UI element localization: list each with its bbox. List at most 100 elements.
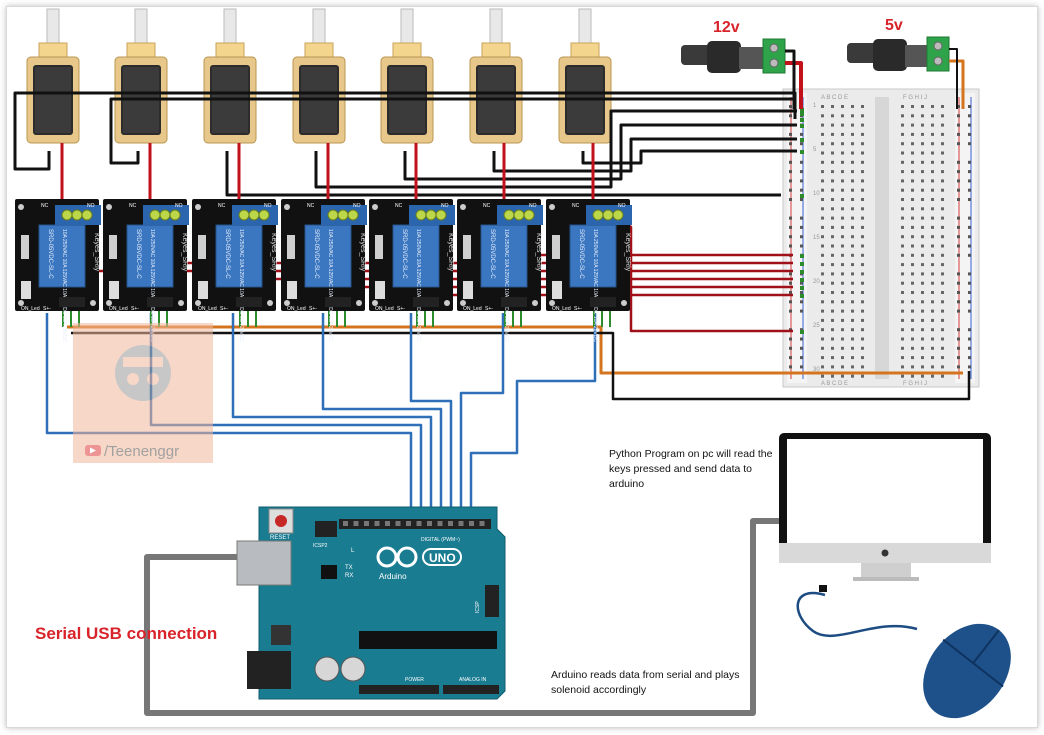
solenoid-3 [203, 8, 257, 144]
wire-5v-positive [949, 59, 965, 109]
svg-text:NO: NO [353, 203, 361, 209]
svg-text:NC: NC [41, 203, 49, 209]
svg-text:NO: NO [441, 203, 449, 209]
wire-12v-ground [785, 49, 796, 109]
wire-12v-positive [785, 61, 803, 109]
solenoid-1 [26, 8, 80, 144]
svg-text:10A 250VAC 10A 125VAC 10A 30VD: 10A 250VAC 10A 125VAC 10A 30VDC 10A 28VD… [61, 229, 67, 342]
wire-5v-ground [949, 48, 958, 109]
breadboard-col-labels-right-bottom: F G H I J [903, 381, 927, 387]
svg-text:S+-: S+- [220, 306, 228, 312]
svg-text:S+-: S+- [309, 306, 317, 312]
svg-text:10A 250VAC 10A 125VAC 10A 30VD: 10A 250VAC 10A 125VAC 10A 30VDC 10A 28VD… [415, 229, 421, 342]
svg-text:NC: NC [307, 203, 315, 209]
svg-text:Keyes_SRly: Keyes_SRly [624, 233, 631, 272]
power-label: POWER [405, 677, 424, 683]
relay-module-1: NC NO SRD-05VDC-SL-C 10A 250VAC 10A 125VAC … [15, 199, 101, 342]
icsp2-label: ICSP2 [313, 543, 328, 549]
svg-text:ON_Led: ON_Led [287, 306, 306, 312]
svg-text:NO: NO [175, 203, 183, 209]
svg-text:SRD-05VDC-SL-C: SRD-05VDC-SL-C [224, 229, 230, 279]
python-note: Python Program on pc will read the keys … [609, 448, 773, 490]
signal-wires [45, 313, 597, 507]
svg-text:S+-: S+- [485, 306, 493, 312]
l-label: L [351, 548, 355, 554]
svg-text:1: 1 [813, 103, 817, 109]
rx-label: RX [345, 573, 353, 579]
power-jack-5v [847, 36, 950, 72]
svg-text:SRD-05VDC-SL-C: SRD-05VDC-SL-C [489, 229, 495, 279]
svg-text:ON_Led: ON_Led [463, 306, 482, 312]
svg-text:Keyes_SRly: Keyes_SRly [359, 233, 366, 272]
wire-5v-bus [67, 325, 963, 375]
relay-module-7: NC NO SRD-05VDC-SL-C 10A 250VAC 10A 125VAC … [546, 199, 632, 342]
svg-text:ON_Led: ON_Led [21, 306, 40, 312]
breadboard-col-labels-right: F G H I J [903, 95, 927, 101]
uno-label: UNO [429, 551, 456, 565]
reset-label: RESET [270, 535, 290, 541]
svg-text:S+-: S+- [43, 306, 51, 312]
breadboard-col-labels-left: A B C D E [821, 95, 848, 101]
usb-cable [144, 518, 783, 716]
svg-text:10A 250VAC 10A 125VAC 10A 30VD: 10A 250VAC 10A 125VAC 10A 30VDC 10A 28VD… [503, 229, 509, 342]
svg-text:20: 20 [813, 279, 820, 285]
wire-ground-bus [71, 331, 971, 401]
svg-text:30: 30 [813, 367, 820, 373]
label-5v: 5v [885, 17, 903, 34]
tx-label: TX [345, 565, 353, 571]
arduino-logo: UNO Arduino [376, 546, 462, 581]
svg-text:ON_Led: ON_Led [109, 306, 128, 312]
pc-monitor [779, 433, 991, 581]
solenoid-6 [469, 8, 523, 144]
relay-modules: NC NO SRD-05VDC-SL-C 10A 250VAC 10A 125VAC … [15, 199, 632, 342]
svg-text:NO: NO [87, 203, 95, 209]
breadboard: A B C D E F G H I J A B C D E F G H I J … [782, 88, 980, 388]
svg-text:10A 250VAC 10A 125VAC 10A 30VD: 10A 250VAC 10A 125VAC 10A 30VDC 10A 28VD… [592, 229, 598, 342]
svg-text:SRD-05VDC-SL-C: SRD-05VDC-SL-C [313, 229, 319, 279]
svg-text:S+-: S+- [131, 306, 139, 312]
svg-text:SRD-05VDC-SL-C: SRD-05VDC-SL-C [135, 229, 141, 279]
analog-label: ANALOG IN [459, 677, 487, 683]
svg-text:NC: NC [129, 203, 137, 209]
icsp-label: ICSP [475, 601, 481, 613]
solenoid-4 [292, 8, 346, 144]
apple-icon [881, 549, 889, 557]
svg-text:ON_Led: ON_Led [198, 306, 217, 312]
svg-text:NC: NC [483, 203, 491, 209]
svg-text:10A 250VAC 10A 125VAC 10A 30VD: 10A 250VAC 10A 125VAC 10A 30VDC 10A 28VD… [238, 229, 244, 342]
breadboard-holes [789, 105, 971, 378]
svg-text:Keyes_SRly: Keyes_SRly [93, 233, 100, 272]
solenoid-5 [380, 8, 434, 144]
svg-text:SRD-05VDC-SL-C: SRD-05VDC-SL-C [47, 229, 53, 279]
svg-text:10: 10 [813, 191, 820, 197]
arduino-uno: RESET ICSP2 DIGITAL (PWM~) L TX RX UNO A… [236, 506, 506, 700]
solenoid-2 [114, 8, 168, 144]
svg-text:NC: NC [218, 203, 226, 209]
solenoid-return-wires [13, 91, 797, 197]
svg-text:S+-: S+- [574, 306, 582, 312]
arduino-note: Arduino reads data from serial and plays… [551, 669, 740, 696]
svg-text:Keyes_SRly: Keyes_SRly [535, 233, 542, 272]
svg-text:NO: NO [618, 203, 626, 209]
svg-text:5: 5 [813, 147, 817, 153]
reset-button [275, 515, 287, 527]
svg-text:S+-: S+- [397, 306, 405, 312]
svg-text:10A 250VAC 10A 125VAC 10A 30VD: 10A 250VAC 10A 125VAC 10A 30VDC 10A 28VD… [327, 229, 333, 342]
computer-mouse [796, 585, 1011, 719]
svg-text:NC: NC [395, 203, 403, 209]
solenoid-array [26, 8, 612, 144]
serial-usb-label: Serial USB connection [35, 624, 217, 643]
label-12v: 12v [713, 19, 740, 36]
svg-text:SRD-05VDC-SL-C: SRD-05VDC-SL-C [578, 229, 584, 279]
svg-text:25: 25 [813, 323, 820, 329]
svg-text:NC: NC [572, 203, 580, 209]
svg-text:Keyes_SRly: Keyes_SRly [447, 233, 454, 272]
svg-text:15: 15 [813, 235, 820, 241]
svg-text:Keyes_SRly: Keyes_SRly [181, 233, 188, 272]
breadboard-col-labels-left-bottom: A B C D E [821, 381, 848, 387]
